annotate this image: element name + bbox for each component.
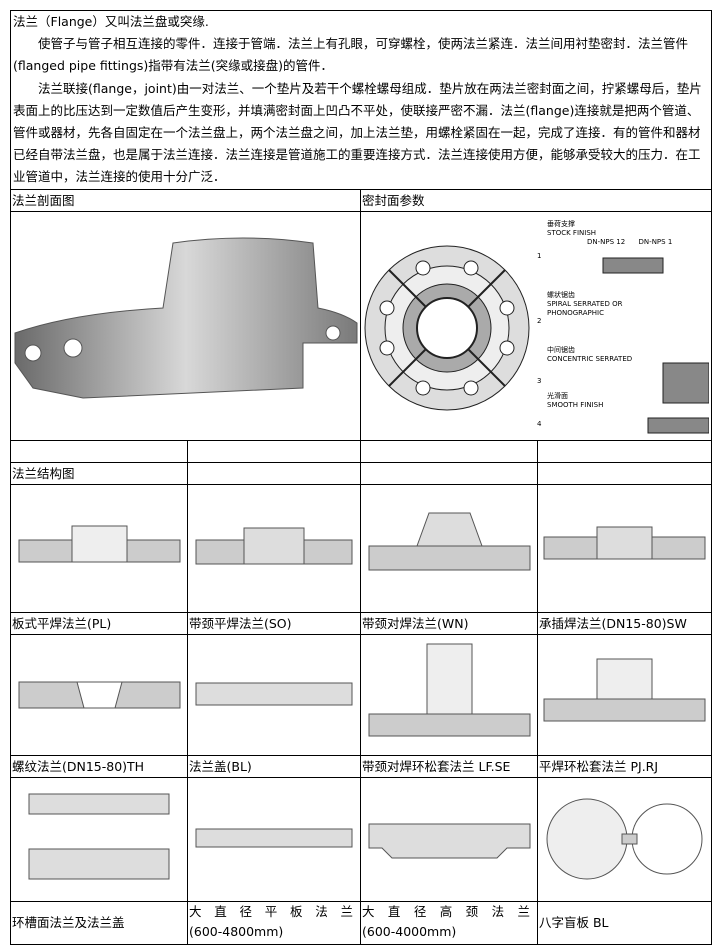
empty-cell — [187, 439, 361, 463]
arrow-2-label: 2 — [537, 316, 542, 325]
intro-p1: 法兰（Flange）又叫法兰盘或突缘. — [13, 14, 209, 29]
spiral-cn: 螺状锯齿 — [547, 290, 575, 299]
sw-image — [536, 483, 713, 613]
type-label: 大直径高颈法兰 — [362, 903, 536, 919]
large-flat-image — [187, 776, 361, 902]
type-label: 环槽面法兰及法兰盖 — [10, 900, 188, 945]
type-label: 螺纹法兰(DN15-80)TH — [10, 754, 188, 778]
spectacle-blind-image — [536, 776, 713, 902]
range-label: (600-4000mm) — [362, 923, 457, 939]
intro-p2: 使管子与管子相互连接的零件．连接于管端．法兰上有孔眼，可穿螺栓，使两法兰紧连．法… — [13, 36, 689, 74]
dn1: DN-NPS 12 — [587, 237, 626, 246]
seal-params-title: 密封面参数 — [359, 188, 713, 212]
intro-cell: 法兰（Flange）又叫法兰盘或突缘. 使管子与管子相互连接的零件．连接于管端．… — [9, 10, 713, 190]
pl-image — [10, 483, 188, 613]
type-label-cell: 大直径高颈法兰 (600-4000mm) — [360, 900, 538, 945]
empty-cell — [10, 439, 188, 463]
so-image — [187, 483, 361, 613]
spiral-label-2: PHONOGRAPHIC — [547, 308, 604, 317]
cross-section-image — [10, 210, 361, 441]
cross-section-title: 法兰剖面图 — [10, 188, 361, 212]
th-image — [10, 633, 188, 756]
type-label: 承插焊法兰(DN15-80)SW — [536, 611, 713, 635]
type-label: 法兰盖(BL) — [187, 754, 361, 778]
type-label: 带颈对焊环松套法兰 LF.SE — [360, 754, 538, 778]
seal-params-image: 垂荷支撑 STOCK FINISH DN-NPS 12 DN-NPS 1 螺状锯… — [359, 210, 713, 441]
stock-label: STOCK FINISH — [547, 228, 597, 237]
arrow-3-label: 3 — [537, 376, 542, 385]
type-label: 板式平焊法兰(PL) — [10, 611, 188, 635]
type-label-cell: 大直径平板法兰 (600-4800mm) — [187, 900, 361, 945]
empty-cell — [360, 439, 538, 463]
empty-cell — [536, 439, 713, 463]
large-neck-image — [360, 776, 538, 902]
type-label: 带颈平焊法兰(SO) — [187, 611, 361, 635]
smooth-cn: 光滑面 — [547, 391, 568, 400]
intro-p3: 法兰联接(flange，joint)由一对法兰、一个垫片及若干个螺栓螺母组成．垫… — [13, 80, 702, 185]
type-label: 平焊环松套法兰 PJ.RJ — [536, 754, 713, 778]
range-label: (600-4800mm) — [189, 923, 284, 939]
smooth-label: SMOOTH FINISH — [547, 400, 604, 409]
empty-cell — [360, 461, 538, 485]
arrow-1-label: 1 — [537, 251, 542, 260]
empty-cell — [187, 461, 361, 485]
concentric-cn: 中间锯齿 — [547, 345, 575, 354]
type-label: 大直径平板法兰 — [189, 903, 359, 919]
type-label: 八字盲板 BL — [536, 900, 713, 945]
type-label: 带颈对焊法兰(WN) — [360, 611, 538, 635]
structure-title: 法兰结构图 — [10, 461, 188, 485]
bl-image — [187, 633, 361, 756]
wn-image — [360, 483, 538, 613]
flange-table: 法兰（Flange）又叫法兰盘或突缘. 使管子与管子相互连接的零件．连接于管端．… — [9, 10, 713, 945]
concentric-label: CONCENTRIC SERRATED — [547, 354, 633, 363]
arrow-4-label: 4 — [537, 419, 542, 428]
lf-se-image — [360, 633, 538, 756]
stock-cn: 垂荷支撑 — [547, 219, 575, 228]
pj-rj-image — [536, 633, 713, 756]
spiral-label-1: SPIRAL SERRATED OR — [547, 299, 623, 308]
empty-cell — [536, 461, 713, 485]
ring-groove-image — [10, 776, 188, 902]
dn2: DN-NPS 1 — [638, 237, 673, 246]
